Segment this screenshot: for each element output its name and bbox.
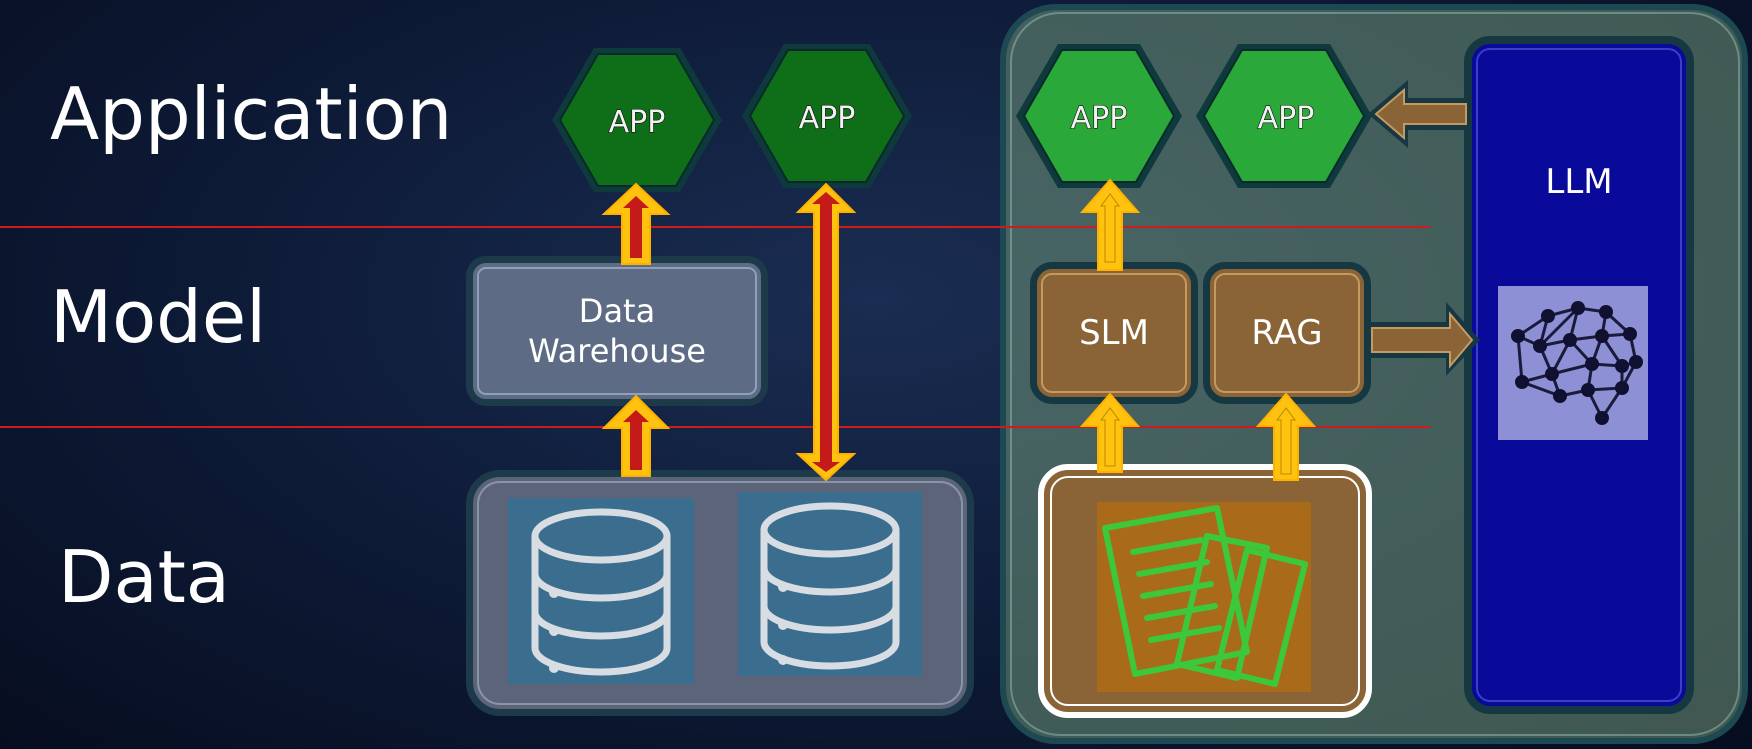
arrow-docs-to-slm	[1079, 392, 1141, 473]
database-tile-1	[508, 498, 694, 684]
app-hexagon-2: APP	[742, 44, 912, 188]
app-label-4: APP	[1258, 101, 1315, 136]
arrow-llm-to-app4	[1368, 80, 1470, 148]
data-warehouse-label-line2: Warehouse	[528, 332, 706, 370]
app-hexagon-3: APP	[1016, 44, 1182, 188]
database-icon	[531, 508, 671, 676]
app-label-3: APP	[1071, 101, 1128, 136]
documents-tile	[1097, 502, 1311, 692]
arrow-data-app2-bidirectional	[795, 182, 857, 482]
documents-icon	[1102, 505, 1308, 687]
slm-label: SLM	[1079, 313, 1149, 353]
database-icon	[760, 502, 900, 670]
data-warehouse-box: Data Warehouse	[466, 256, 768, 406]
layer-label-data: Data	[58, 535, 230, 619]
database-tile-2	[738, 492, 922, 676]
divider-application-model	[0, 226, 1430, 228]
arrow-slm-to-app3	[1079, 178, 1141, 271]
arrow-data-to-dw	[601, 394, 671, 477]
app-label-1: APP	[609, 105, 666, 140]
arrow-rag-to-llm	[1366, 302, 1480, 376]
rag-label: RAG	[1251, 313, 1323, 353]
slm-box: SLM	[1030, 262, 1198, 404]
layer-label-application: Application	[50, 72, 453, 156]
integrated-stack-panel-border	[1010, 12, 1740, 736]
app-hexagon-1: APP	[552, 48, 722, 192]
app-label-2: APP	[799, 101, 856, 136]
data-warehouse-label-line1: Data	[578, 292, 656, 330]
arrow-dw-to-app1	[601, 182, 671, 265]
neural-network-tile	[1498, 286, 1648, 440]
app-hexagon-4: APP	[1196, 44, 1372, 188]
arrow-docs-to-rag	[1255, 392, 1317, 481]
divider-model-data	[0, 426, 1430, 428]
llm-label: LLM	[1545, 162, 1613, 202]
layer-label-model: Model	[50, 275, 267, 359]
neural-network-icon	[1511, 301, 1643, 425]
